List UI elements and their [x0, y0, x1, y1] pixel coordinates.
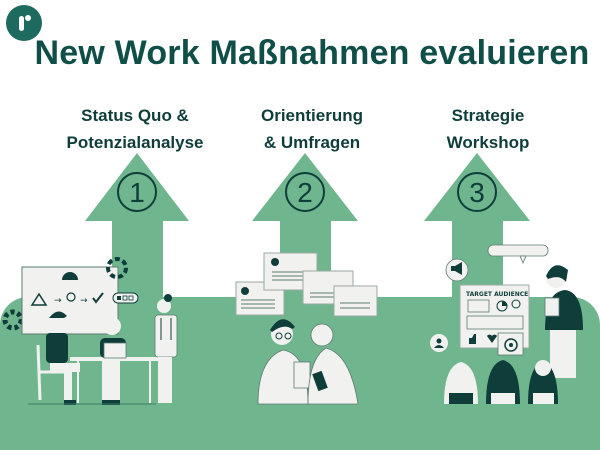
logo-letter-dot: [25, 15, 31, 21]
warning-icon: [30, 292, 48, 306]
heart-icon: [487, 334, 497, 343]
step-1-label-line2: Potenzialanalyse: [66, 133, 204, 152]
svg-text:TARGET AUDIENCE: TARGET AUDIENCE: [466, 291, 528, 298]
arrow-up-icon-2: 2: [252, 153, 358, 300]
lightbulb-icon: [66, 292, 76, 302]
step-2-label-line1: Orientierung: [260, 106, 363, 125]
image-icon: [467, 299, 490, 313]
step-3-label-line1: Strategie: [451, 106, 525, 125]
thumbs-up-icon: [469, 334, 476, 344]
logo-letter-stem: [19, 16, 24, 31]
step-1-label: Status Quo & Potenzialanalyse: [45, 102, 225, 156]
survey-illustration: [235, 252, 378, 405]
page-title: New Work Maßnahmen evaluieren: [34, 34, 590, 72]
svg-text:1: 1: [129, 177, 145, 208]
svg-text:3: 3: [469, 177, 485, 208]
svg-text:→: →: [54, 296, 62, 306]
step-2-label-line2: & Umfragen: [263, 133, 361, 152]
check-icon: [92, 292, 104, 304]
arrow-up-icon-1: 1: [85, 153, 189, 300]
survey-card: [333, 285, 378, 317]
user-avatar-icon: [271, 258, 279, 266]
arrow-up-icon-3: 3: [424, 153, 530, 300]
gear-icon: [2, 309, 24, 331]
loading-ring-icon: [106, 257, 128, 279]
speech-bubble-icon: [487, 244, 549, 257]
svg-text:→: →: [80, 296, 88, 306]
step-1-label-line1: Status Quo &: [81, 106, 189, 125]
gauge-icon: [62, 272, 78, 280]
presentation-illustration: TARGET AUDIENCE: [430, 244, 583, 404]
target-icon: [504, 338, 518, 352]
brand-logo: [6, 5, 42, 41]
team-meeting-illustration: → →: [2, 257, 178, 405]
step-3-label: Strategie Workshop: [398, 102, 578, 156]
lightbulb-icon: [511, 299, 521, 309]
svg-text:2: 2: [297, 177, 313, 208]
step-2-label: Orientierung & Umfragen: [222, 102, 402, 156]
megaphone-icon: [451, 262, 462, 275]
step-3-label-line2: Workshop: [446, 133, 530, 152]
user-avatar-icon: [241, 287, 249, 295]
